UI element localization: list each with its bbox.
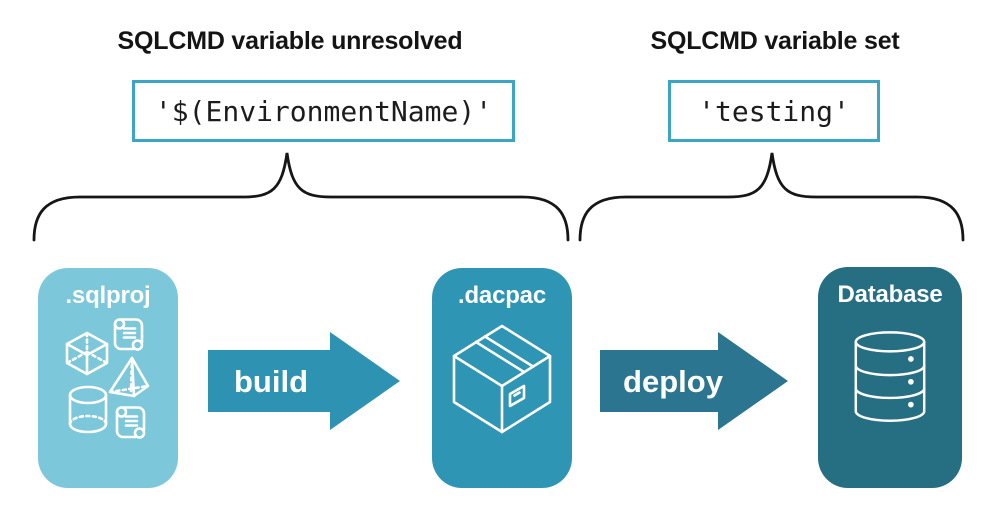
build-arrow-label: build [234,364,308,399]
build-arrow: build [208,332,400,430]
right-brace-icon [578,152,965,242]
node-dacpac: .dacpac [432,268,572,488]
code-testing-value: 'testing' [698,94,850,128]
code-box-environment-variable: '$(EnvironmentName)' [132,80,515,142]
database-icon [854,331,926,422]
code-environment-variable: '$(EnvironmentName)' [154,94,493,128]
heading-set: SQLCMD variable set [650,27,900,55]
brace-group [32,152,965,242]
code-box-testing-value: 'testing' [668,80,880,142]
deploy-arrow-shape [600,332,788,430]
node-sqlproj: .sqlproj [38,268,178,488]
left-brace-icon [32,152,570,242]
package-box-icon [452,324,552,434]
node-database-label: Database [837,281,943,308]
node-sqlproj-label: .sqlproj [65,282,151,309]
node-database: Database [818,267,962,488]
sql-objects-icon [65,318,150,439]
heading-unresolved: SQLCMD variable unresolved [117,27,463,55]
deploy-arrow: deploy [600,332,788,430]
build-arrow-shape [208,332,400,430]
deploy-arrow-label: deploy [623,364,724,399]
node-dacpac-label: .dacpac [458,282,546,309]
